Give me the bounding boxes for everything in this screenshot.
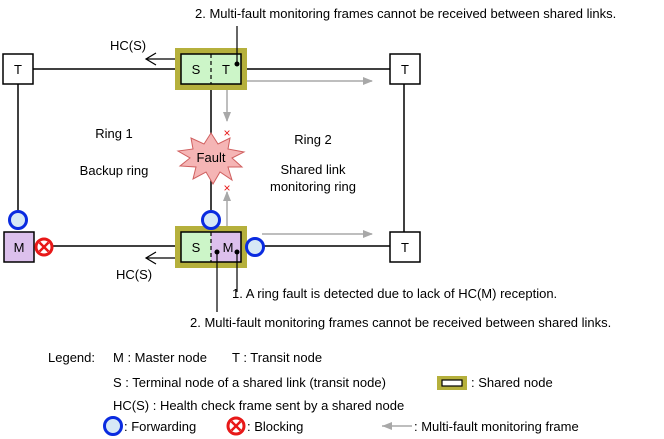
legend-blocking: : Blocking xyxy=(247,419,303,434)
ring-links xyxy=(17,68,405,247)
annotation-top: 2. Multi-fault monitoring frames cannot … xyxy=(195,6,616,21)
annotation-1: 1. A ring fault is detected due to lack … xyxy=(232,286,557,301)
svg-text:T: T xyxy=(14,62,22,77)
ring2-desc-line2: monitoring ring xyxy=(270,179,356,194)
legend-title: Legend: xyxy=(48,350,95,365)
node-top-left: T xyxy=(2,53,34,85)
mf-frame-arrow-icon xyxy=(382,422,412,430)
fault-x-marker-top: × xyxy=(223,126,230,140)
legend-mf-frame: : Multi-fault monitoring frame xyxy=(414,419,579,434)
shared-node-top: S T xyxy=(175,26,247,90)
legend: Legend: M : Master node T : Transit node… xyxy=(48,350,579,436)
legend-shared: : Shared node xyxy=(471,375,553,390)
legend-transit: T : Transit node xyxy=(232,350,322,365)
shared-node-bottom: S M xyxy=(175,226,247,312)
forwarding-icon xyxy=(103,416,123,436)
hc-label-top: HC(S) xyxy=(110,38,146,53)
ring2-desc-line1: Shared link xyxy=(280,162,346,177)
shared-top-t: T xyxy=(222,62,230,77)
legend-master: M : Master node xyxy=(113,350,207,365)
forwarding-icon xyxy=(201,210,221,230)
ring1-desc: Backup ring xyxy=(80,163,149,178)
hc-arrow-bottom xyxy=(144,251,178,265)
ring1-title: Ring 1 xyxy=(95,126,133,141)
legend-forwarding: : Forwarding xyxy=(124,419,196,434)
blocking-icon xyxy=(226,416,246,436)
node-bottom-left-master: M xyxy=(3,231,35,263)
node-top-right: T xyxy=(389,53,421,85)
annotation-2: 2. Multi-fault monitoring frames cannot … xyxy=(190,315,611,330)
fault-label: Fault xyxy=(197,150,226,165)
shared-bottom-m: M xyxy=(223,240,234,255)
fault-x-marker-bottom: × xyxy=(223,181,230,195)
forwarding-icon xyxy=(8,210,28,230)
shared-top-s: S xyxy=(192,62,201,77)
fault-burst: Fault xyxy=(176,132,246,185)
mf-frame-arrows xyxy=(223,77,373,238)
ring2-title: Ring 2 xyxy=(294,132,332,147)
shared-node-swatch-icon xyxy=(437,376,467,390)
fault-burst-icon xyxy=(176,132,246,185)
legend-hc: HC(S) : Health check frame sent by a sha… xyxy=(113,398,404,413)
hc-label-bottom: HC(S) xyxy=(116,267,152,282)
forwarding-icon xyxy=(245,237,265,257)
svg-text:T: T xyxy=(401,62,409,77)
svg-text:M: M xyxy=(14,240,25,255)
blocking-icon xyxy=(34,237,54,257)
node-bottom-right: T xyxy=(389,231,421,263)
shared-bottom-s: S xyxy=(192,240,201,255)
legend-terminal: S : Terminal node of a shared link (tran… xyxy=(113,375,386,390)
svg-text:T: T xyxy=(401,240,409,255)
hc-arrow-top xyxy=(144,52,178,66)
